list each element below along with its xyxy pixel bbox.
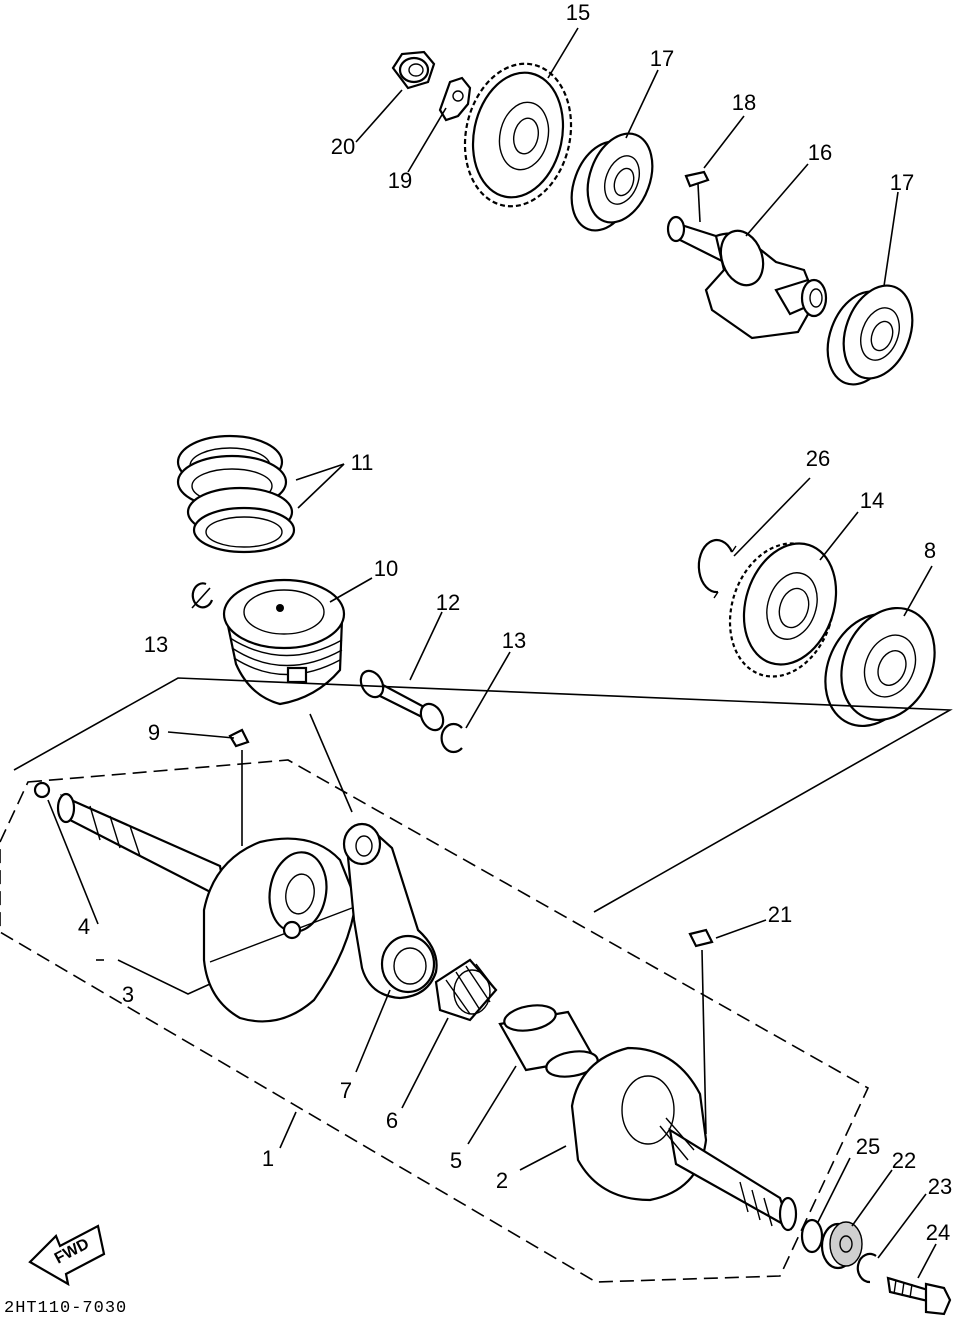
part-23-lock-washer bbox=[856, 1252, 877, 1284]
figure-code: 2HT110-7030 bbox=[4, 1299, 127, 1318]
part-17-bearing-upper bbox=[570, 132, 654, 232]
crank-assembly-dash-outline bbox=[0, 759, 870, 1283]
callout-25: 25 bbox=[856, 1134, 880, 1159]
callout-5: 5 bbox=[450, 1148, 462, 1173]
callout-6: 6 bbox=[386, 1108, 398, 1133]
callout-7: 7 bbox=[340, 1078, 352, 1103]
part-17-bearing-lower bbox=[826, 284, 914, 386]
part-20-nut bbox=[391, 50, 436, 90]
part-14-drive-gear bbox=[728, 542, 838, 678]
part-15-gear bbox=[463, 62, 573, 208]
callout-12: 12 bbox=[436, 590, 460, 615]
callout-17-upper: 17 bbox=[650, 46, 674, 71]
part-22-washer bbox=[820, 1221, 863, 1270]
part-11-piston-rings bbox=[176, 434, 296, 554]
callout-20: 20 bbox=[331, 134, 355, 159]
fwd-arrow-icon: FWD bbox=[28, 1224, 106, 1287]
part-13-circlip-right bbox=[440, 722, 463, 754]
callout-24: 24 bbox=[926, 1220, 950, 1245]
callout-14: 14 bbox=[860, 488, 884, 513]
callout-19: 19 bbox=[388, 168, 412, 193]
leader-lines bbox=[47, 27, 937, 1279]
part-3-crank-left bbox=[56, 792, 358, 1023]
callout-11: 11 bbox=[351, 450, 374, 475]
callout-22: 22 bbox=[892, 1148, 916, 1173]
assembly-outline bbox=[13, 677, 953, 913]
callout-13-left: 13 bbox=[144, 632, 168, 657]
callout-16: 16 bbox=[808, 140, 832, 165]
callout-8: 8 bbox=[924, 538, 936, 563]
callout-4: 4 bbox=[78, 914, 90, 939]
part-7-connecting-rod bbox=[342, 822, 438, 1000]
part-18-key bbox=[684, 170, 710, 188]
callout-9: 9 bbox=[148, 720, 160, 745]
part-5-crank-pin bbox=[498, 1004, 599, 1078]
callout-2: 2 bbox=[496, 1168, 508, 1193]
callout-18: 18 bbox=[732, 90, 756, 115]
part-16-balancer-shaft bbox=[666, 215, 828, 340]
part-21-key bbox=[688, 928, 714, 948]
part-6-needle-bearing bbox=[434, 958, 498, 1022]
part-24-bolt bbox=[886, 1276, 952, 1316]
callout-3: 3 bbox=[122, 982, 134, 1007]
part-8-bearing bbox=[824, 606, 936, 728]
part-12-piston-pin bbox=[359, 669, 445, 732]
callout-13-right: 13 bbox=[502, 628, 526, 653]
callout-10: 10 bbox=[374, 556, 398, 581]
callout-1: 1 bbox=[262, 1146, 274, 1171]
part-26-circlip bbox=[697, 538, 737, 599]
callout-23: 23 bbox=[928, 1174, 952, 1199]
part-4-key bbox=[33, 781, 51, 799]
callout-26: 26 bbox=[806, 446, 830, 471]
part-10-piston bbox=[222, 578, 346, 706]
part-25-o-ring bbox=[800, 1218, 824, 1254]
callout-15: 15 bbox=[566, 0, 590, 25]
part-2-crank-right bbox=[570, 1046, 798, 1232]
callout-labels: 15 20 19 17 18 16 17 11 10 12 13 13 26 1… bbox=[78, 0, 952, 1245]
part-19-lock-washer bbox=[438, 76, 472, 122]
callout-21: 21 bbox=[768, 902, 792, 927]
part-9-key bbox=[228, 728, 250, 748]
callout-17-lower: 17 bbox=[890, 170, 914, 195]
